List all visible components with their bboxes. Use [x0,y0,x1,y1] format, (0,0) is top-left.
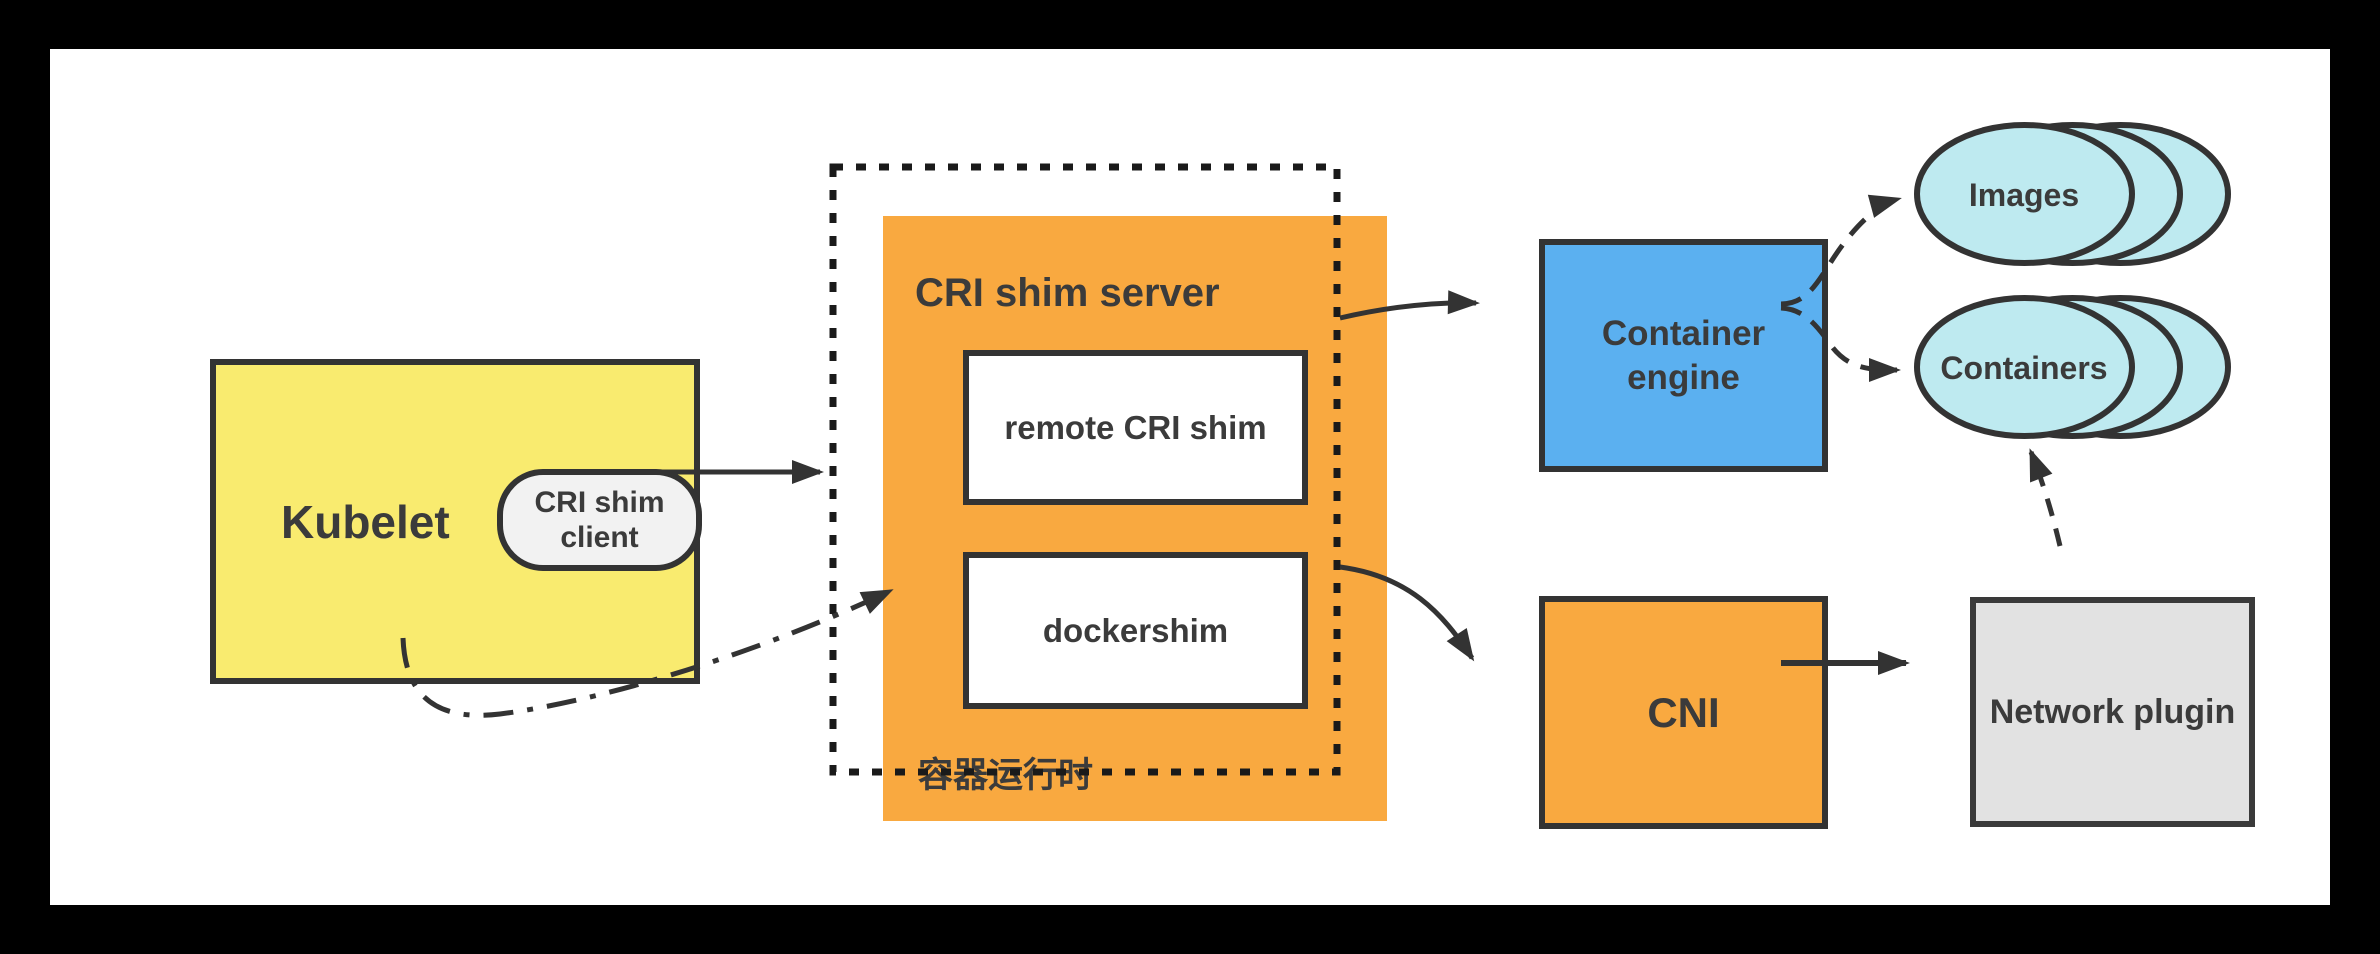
kubelet-label: Kubelet [281,495,450,548]
cni-box: CNI [1539,596,1828,829]
cri-shim-client-pill: CRI shim client [497,469,702,571]
cri-shim-server-title: CRI shim server [915,271,1220,315]
remote-cri-shim-box: remote CRI shim [963,350,1308,505]
cni-label: CNI [1647,688,1720,736]
container-runtime-footer-label: 容器运行时 [918,756,1094,795]
diagram-canvas: Kubelet CRI shim client CRI shim server … [50,49,2330,905]
cri-shim-client-label: CRI shim client [534,485,665,554]
dockershim-label: dockershim [1042,611,1229,649]
network-plugin-label: Network plugin [1989,692,2236,731]
remote-cri-shim-label: remote CRI shim [1004,408,1267,446]
dockershim-box: dockershim [963,552,1308,709]
container-engine-box: Container engine [1539,239,1828,472]
container-engine-label: Container engine [1601,313,1766,397]
network-plugin-box: Network plugin [1970,597,2255,827]
